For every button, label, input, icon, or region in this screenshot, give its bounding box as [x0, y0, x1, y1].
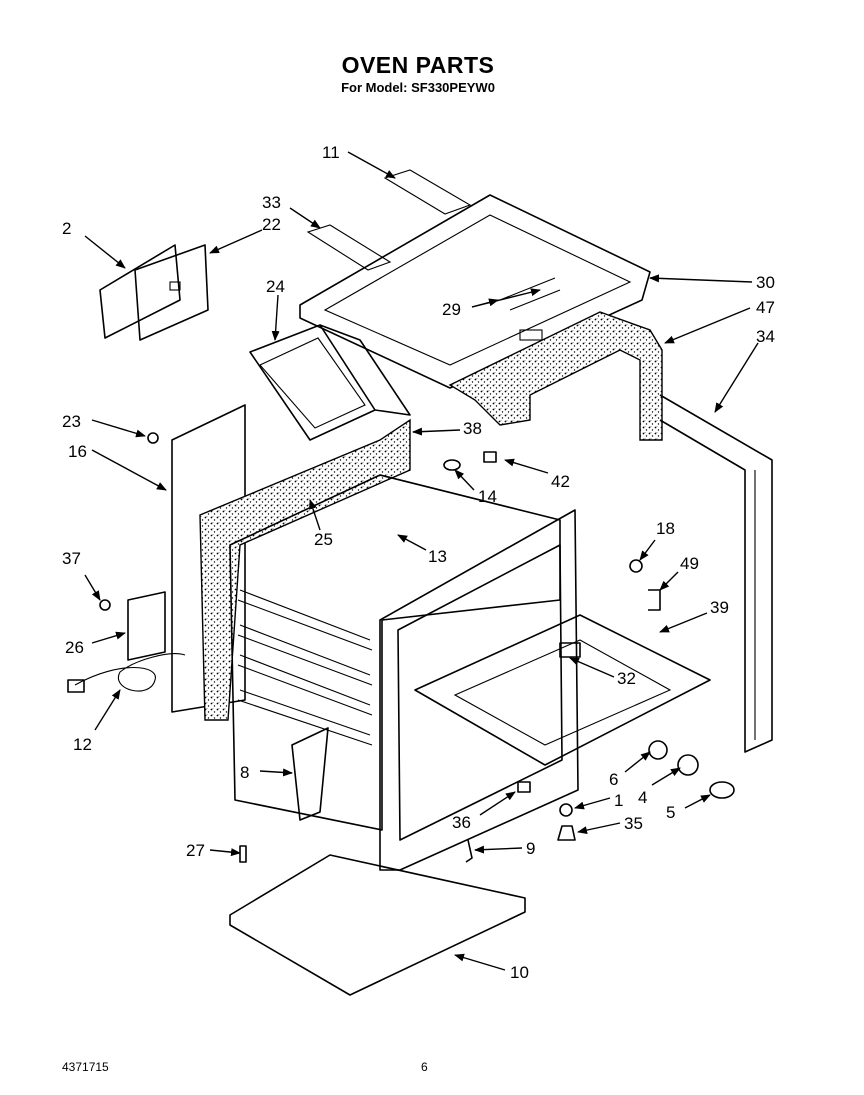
callout-47: 47	[756, 298, 775, 317]
document-number: 4371715	[62, 1060, 109, 1074]
callout-27: 27	[186, 841, 205, 860]
callout-35: 35	[624, 814, 643, 833]
vent-duct-part	[249, 324, 411, 441]
callout-22: 22	[262, 215, 281, 234]
callout-33: 33	[262, 193, 281, 212]
callout-14: 14	[478, 487, 497, 506]
callout-32: 32	[617, 669, 636, 688]
callout-26: 26	[65, 638, 84, 657]
callout-29: 29	[442, 300, 461, 319]
callout-10: 10	[510, 963, 529, 982]
callout-39: 39	[710, 598, 729, 617]
oven-bottom-part	[414, 614, 711, 766]
right-side-panel	[659, 394, 773, 753]
callout-2: 2	[62, 219, 71, 238]
wire-harness-part	[67, 653, 186, 693]
callout-1: 1	[614, 791, 623, 810]
page-title: OVEN PARTS	[341, 52, 495, 78]
leader-lines	[84, 151, 759, 971]
model-subtitle: For Model: SF330PEYW0	[341, 80, 495, 95]
top-frame-part	[299, 169, 651, 389]
burner-box-part	[99, 244, 209, 341]
bake-element-part	[291, 727, 329, 821]
small-parts	[99, 432, 735, 863]
callout-9: 9	[526, 839, 535, 858]
callout-24: 24	[266, 277, 285, 296]
callout-11: 11	[322, 143, 340, 162]
callout-49: 49	[680, 554, 699, 573]
callout-5: 5	[666, 803, 675, 822]
callout-13: 13	[428, 547, 447, 566]
callout-6: 6	[609, 770, 618, 789]
bottom-panel-part	[229, 854, 526, 996]
access-plate-part	[127, 591, 166, 661]
page-number: 6	[421, 1060, 428, 1074]
left-side-panel	[171, 404, 246, 713]
callout-36: 36	[452, 813, 471, 832]
callout-25: 25	[314, 530, 333, 549]
callout-8: 8	[240, 763, 249, 782]
callout-18: 18	[656, 519, 675, 538]
callout-30: 30	[756, 273, 775, 292]
callout-4: 4	[638, 788, 647, 807]
callout-12: 12	[73, 735, 92, 754]
callout-38: 38	[463, 419, 482, 438]
oven-front-frame	[379, 509, 579, 871]
callout-16: 16	[68, 442, 87, 461]
callout-23: 23	[62, 412, 81, 431]
callout-34: 34	[756, 327, 775, 346]
oven-liner-part	[199, 418, 561, 831]
insulation-top-part	[448, 311, 663, 441]
callout-42: 42	[551, 472, 570, 491]
callout-37: 37	[62, 549, 81, 568]
